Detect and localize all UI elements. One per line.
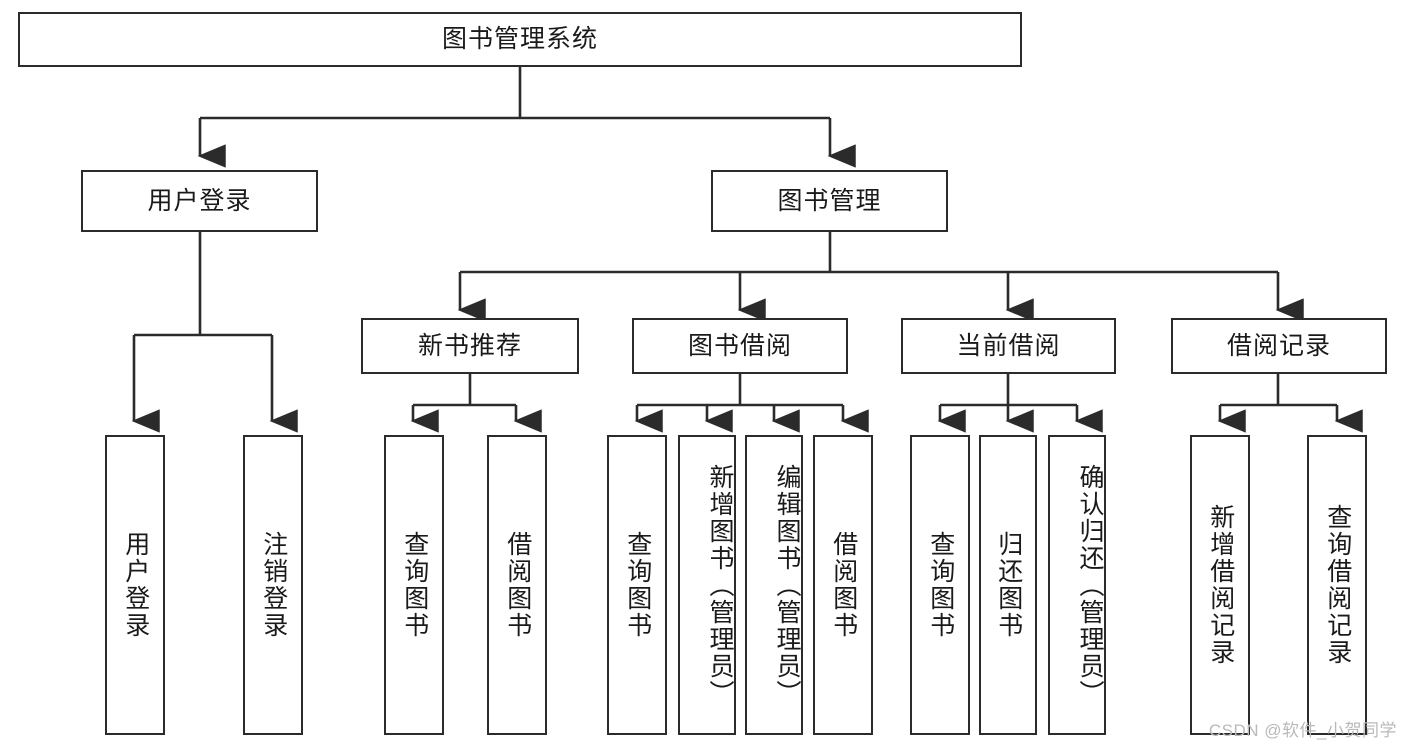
node-new-book-recommend[interactable]: 新书推荐: [361, 318, 579, 374]
node-label: 查询图书: [623, 531, 652, 639]
node-leaf-logout[interactable]: 注销登录: [243, 435, 303, 735]
node-label: 图书管理系统: [441, 25, 598, 54]
node-label: 当前借阅: [956, 331, 1061, 360]
node-leaf-edit-book-admin[interactable]: 编辑图书（管理员）: [745, 435, 803, 735]
node-label: 新增借阅记录: [1206, 504, 1235, 666]
node-user-login[interactable]: 用户登录: [81, 170, 318, 232]
node-leaf-confirm-return-admin[interactable]: 确认归还（管理员）: [1048, 435, 1106, 735]
node-label: 图书借阅: [687, 331, 792, 360]
node-root-book-management-system[interactable]: 图书管理系统: [18, 12, 1022, 67]
node-label: 注销登录: [259, 531, 288, 639]
node-leaf-query-book-borrow[interactable]: 查询图书: [607, 435, 667, 735]
node-leaf-borrow-book-recommend[interactable]: 借阅图书: [487, 435, 547, 735]
node-label: 用户登录: [147, 186, 252, 215]
node-leaf-query-book-current[interactable]: 查询图书: [910, 435, 970, 735]
node-leaf-borrow-book[interactable]: 借阅图书: [813, 435, 873, 735]
node-book-management[interactable]: 图书管理: [711, 170, 948, 232]
node-label: 借阅图书: [503, 531, 532, 639]
node-label: 确认归还（管理员）: [1076, 463, 1104, 707]
node-label: 查询图书: [926, 531, 955, 639]
node-label: 归还图书: [994, 531, 1023, 639]
node-current-borrow[interactable]: 当前借阅: [901, 318, 1116, 374]
csdn-watermark: CSDN @软件_小贺同学: [1208, 721, 1397, 740]
node-leaf-user-login[interactable]: 用户登录: [105, 435, 165, 735]
node-label: 编辑图书（管理员）: [773, 463, 801, 707]
node-label: 新书推荐: [417, 331, 522, 360]
node-label: 用户登录: [121, 531, 150, 639]
node-leaf-add-borrow-record[interactable]: 新增借阅记录: [1190, 435, 1250, 735]
node-book-borrow[interactable]: 图书借阅: [632, 318, 848, 374]
node-label: 图书管理: [777, 186, 882, 215]
node-label: 查询图书: [400, 531, 429, 639]
node-label: 新增图书（管理员）: [706, 463, 734, 707]
node-leaf-return-book[interactable]: 归还图书: [979, 435, 1037, 735]
node-leaf-add-book-admin[interactable]: 新增图书（管理员）: [678, 435, 736, 735]
node-borrow-record[interactable]: 借阅记录: [1171, 318, 1387, 374]
node-leaf-query-borrow-record[interactable]: 查询借阅记录: [1307, 435, 1367, 735]
node-label: 查询借阅记录: [1323, 504, 1352, 666]
node-leaf-query-book-recommend[interactable]: 查询图书: [384, 435, 444, 735]
node-label: 借阅记录: [1226, 331, 1331, 360]
node-label: 借阅图书: [829, 531, 858, 639]
